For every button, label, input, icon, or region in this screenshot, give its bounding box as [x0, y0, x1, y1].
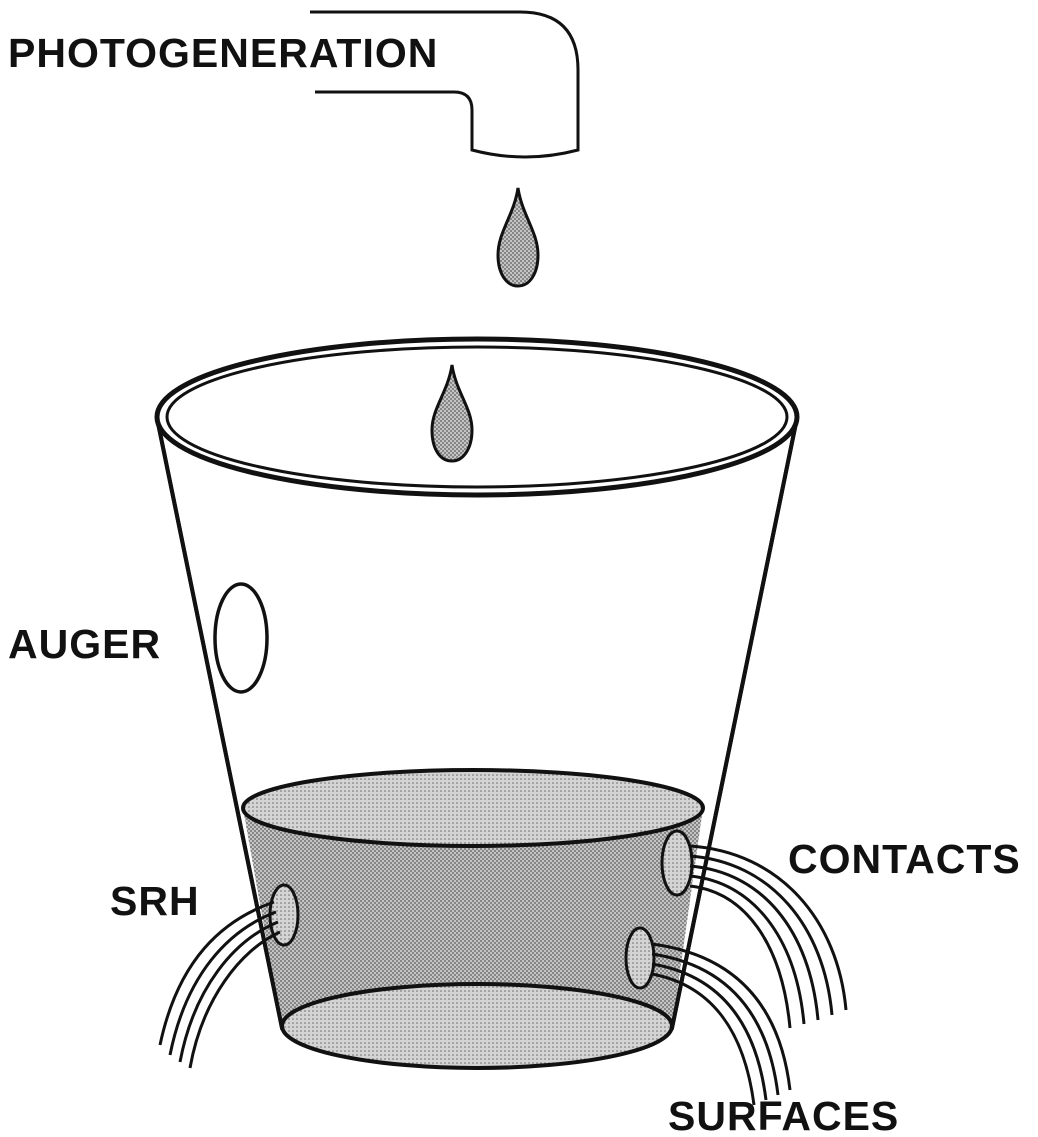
surfaces-hole	[626, 928, 654, 988]
bucket-bottom	[282, 984, 672, 1068]
contacts-hole	[662, 831, 692, 895]
label-auger: AUGER	[8, 621, 161, 667]
drop-falling	[498, 188, 538, 286]
water-surface	[243, 770, 703, 846]
auger-hole	[215, 584, 267, 692]
label-srh: SRH	[110, 878, 200, 924]
bucket-rim-inner	[167, 347, 787, 487]
label-surfaces: SURFACES	[668, 1093, 899, 1137]
label-contacts: CONTACTS	[788, 836, 1021, 882]
label-photogeneration: PHOTOGENERATION	[8, 30, 438, 76]
